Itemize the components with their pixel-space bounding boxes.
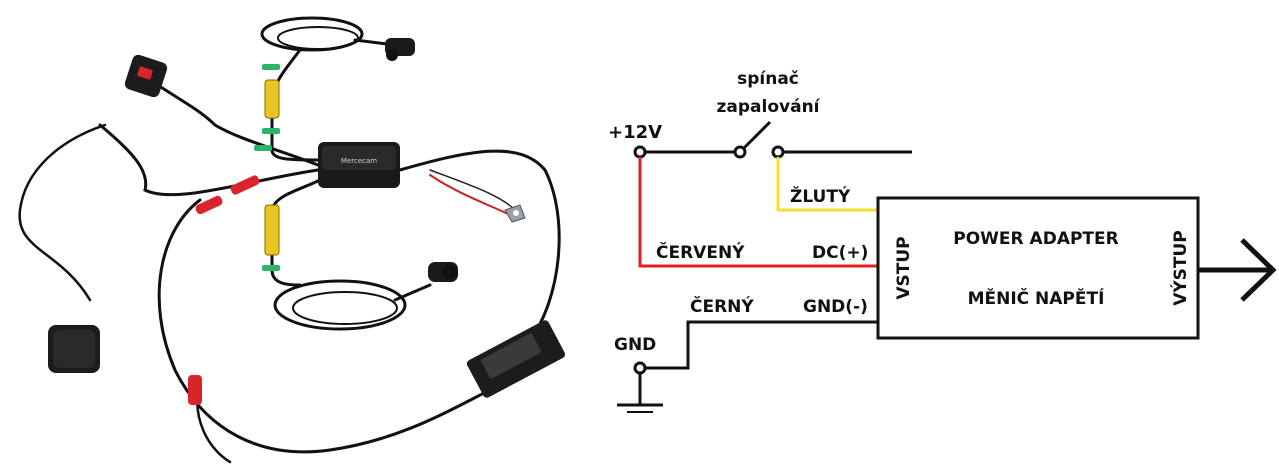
top-cable-coil (260, 16, 364, 52)
red-lead (429, 174, 511, 216)
button-cable (148, 78, 320, 167)
switch-label-line2: zapalování (717, 97, 821, 117)
adapter-title: POWER ADAPTER (953, 229, 1118, 249)
output-arrow-head (1240, 238, 1277, 302)
gnd-minus-label: GND(-) (803, 297, 868, 317)
bottom-cable-coil-inner (292, 291, 398, 325)
gps-antenna-face (53, 330, 95, 368)
switch-terminal-left (733, 145, 747, 159)
black-wire (640, 320, 878, 370)
main-loop-cable (157, 198, 492, 454)
red-sleeve-1 (195, 195, 223, 215)
yellow-sleeve-top (264, 79, 280, 119)
red-wire (638, 157, 878, 268)
red-sleeve-3 (188, 375, 202, 405)
yellow-wire-label: ŽLUTÝ (790, 185, 851, 207)
black-lead (429, 169, 516, 211)
front-camera-lens (386, 49, 398, 61)
output-label: VÝSTUP (1169, 230, 1191, 306)
top-cable (270, 48, 322, 162)
gnd-terminal (633, 361, 647, 375)
yellow-wire (776, 157, 878, 212)
green-clip-2 (262, 128, 280, 134)
power-adapter-box (876, 196, 1200, 340)
gps-cable-mid (98, 123, 320, 197)
dvr-brand-text: Mercecam (341, 157, 377, 165)
plus12v-terminal (633, 145, 647, 159)
green-clip-4 (262, 265, 280, 271)
plus12v-label: +12V (608, 122, 662, 143)
red-wire-label: ČERVENÝ (656, 241, 745, 263)
black-wire-label: ČERNÝ (690, 295, 754, 317)
red-sleeve-2 (230, 175, 260, 195)
right-cable (398, 149, 561, 342)
top-cable-coil-inner (277, 26, 359, 50)
spade-connector-hole (513, 210, 519, 216)
remote-button-red (137, 66, 153, 80)
switch-terminal-right (771, 145, 785, 159)
green-clip-1 (262, 64, 280, 70)
rear-camera-lens (443, 265, 457, 279)
switch-label-line1: spínač (737, 69, 799, 89)
dvr-main-unit-top (322, 146, 396, 170)
green-clip-3 (254, 145, 272, 151)
dc-plus-label: DC(+) (812, 243, 868, 263)
adapter-subtitle: MĚNIČ NAPĚTÍ (968, 287, 1105, 309)
power-converter-label (480, 333, 542, 379)
dashcam-kit-photo: Mercecam (18, 16, 566, 464)
gps-cable-top (18, 123, 107, 302)
gnd-label: GND (614, 335, 656, 355)
bottom-cable-coil (273, 279, 407, 331)
bottom-camera-lead (393, 283, 432, 302)
input-label: VSTUP (894, 236, 914, 299)
switch-lever (742, 120, 772, 150)
yellow-sleeve-bottom (264, 204, 280, 256)
